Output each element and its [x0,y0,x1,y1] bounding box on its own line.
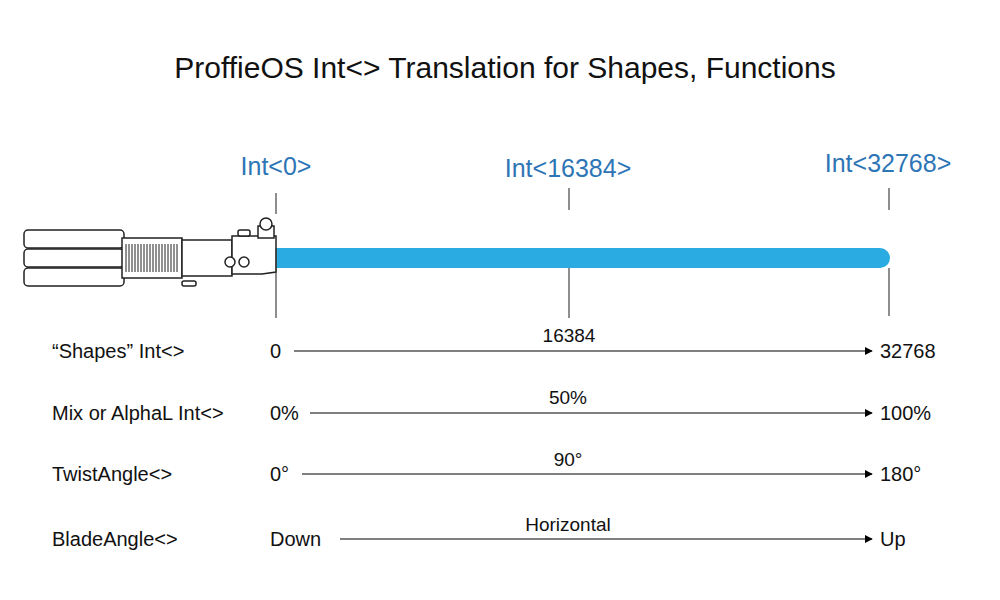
diagram-title: ProffieOS Int<> Translation for Shapes, … [174,51,835,86]
end-value: 100% [880,402,931,425]
row-label: TwistAngle<> [52,463,172,486]
mid-value: 16384 [543,325,596,347]
leader-lines [276,248,889,318]
position-value: Int<32768> [825,149,952,178]
position-value: Int<16384> [505,154,632,183]
hilt [24,218,276,286]
end-value: Up [880,528,906,551]
position-value: Int<0> [241,152,312,181]
start-value: 0 [270,340,281,363]
start-value: 0° [270,463,289,486]
grip-ribs [126,244,177,272]
row-label: “Shapes” Int<> [52,340,184,363]
blade [276,248,890,268]
mid-value: 90° [554,449,583,471]
start-value: 0% [270,402,299,425]
start-value: Down [270,528,321,551]
row-label: BladeAngle<> [52,528,178,551]
row-label: Mix or AlphaL Int<> [52,402,224,425]
tick-marks [276,188,889,214]
mid-value: Horizontal [525,514,611,536]
mid-value: 50% [549,387,587,409]
scale-arrows [294,351,872,539]
end-value: 32768 [880,340,936,363]
end-value: 180° [880,463,921,486]
